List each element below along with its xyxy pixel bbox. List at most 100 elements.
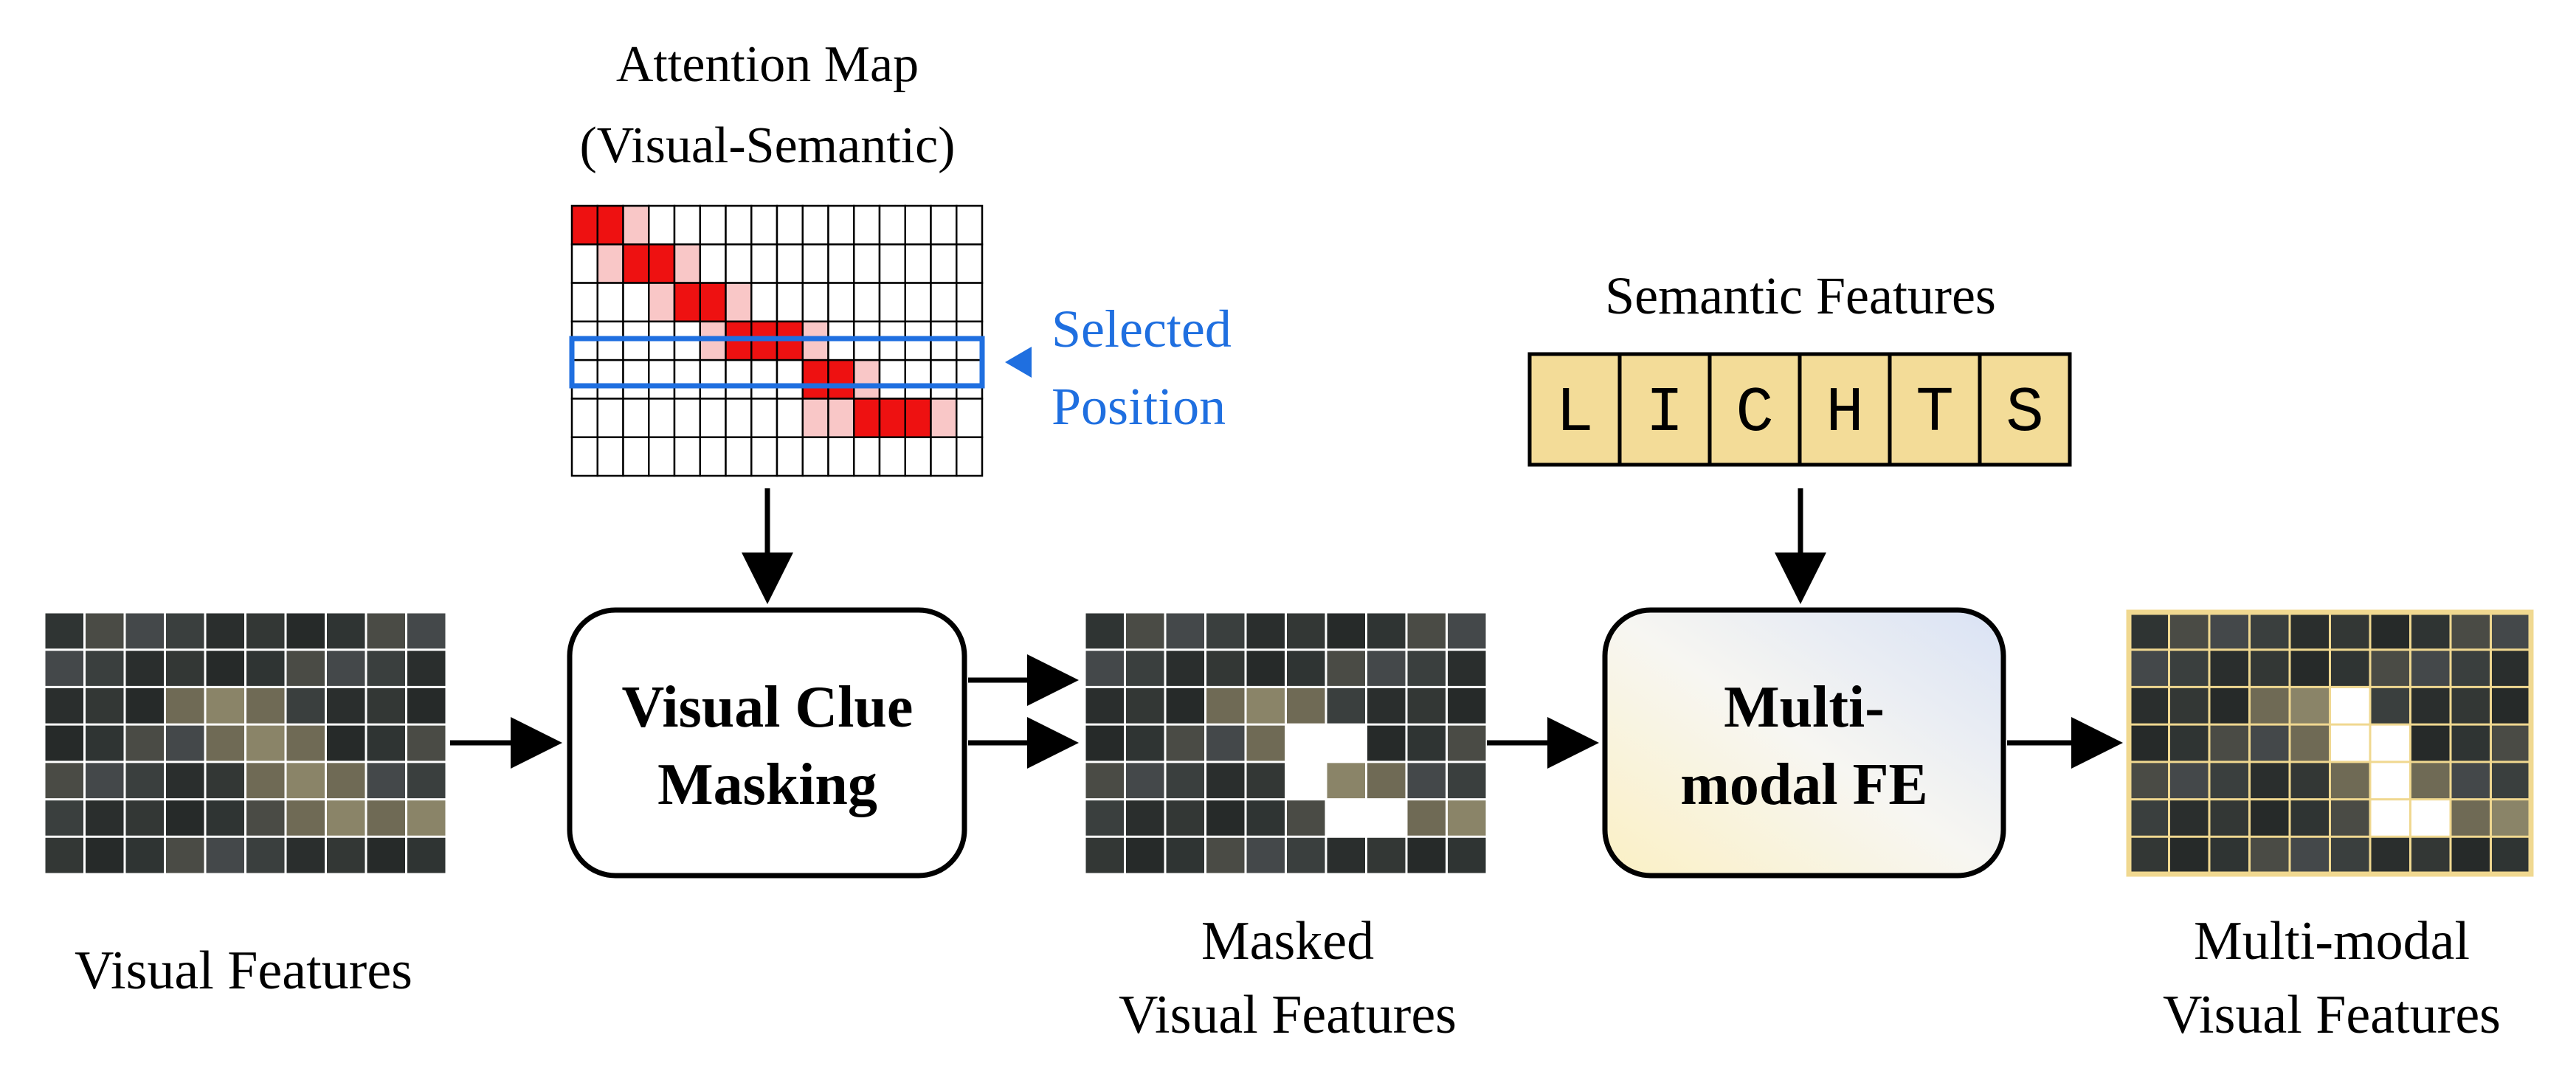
mm-features-label-2: Visual Features — [2163, 985, 2501, 1045]
attention-map-subtitle: (Visual-Semantic) — [580, 117, 956, 174]
feature-cell — [165, 649, 205, 687]
feature-cell — [2490, 687, 2531, 725]
attention-cell — [956, 282, 984, 323]
feature-cell — [366, 837, 407, 874]
feature-cell — [2290, 799, 2330, 837]
feature-cell — [205, 649, 246, 687]
masking-block-label-2: Masking — [657, 752, 877, 817]
feature-cell — [165, 799, 205, 837]
attention-cell — [699, 243, 727, 284]
feature-cell — [1446, 799, 1487, 837]
feature-cell — [1285, 687, 1326, 725]
feature-cell — [2330, 761, 2370, 800]
feature-cell — [245, 761, 286, 800]
feature-cell — [1406, 837, 1447, 874]
feature-cell — [366, 649, 407, 687]
feature-cell — [1085, 649, 1125, 687]
attention-cell — [648, 359, 676, 400]
feature-cell — [2169, 724, 2209, 762]
feature-cell — [1406, 687, 1447, 725]
attention-cell — [699, 398, 727, 438]
feature-cell — [2129, 799, 2169, 837]
attention-cell — [878, 204, 906, 246]
attention-cell — [570, 243, 598, 284]
feature-cell — [366, 761, 407, 800]
feature-cell — [366, 612, 407, 650]
attention-cell — [622, 398, 650, 438]
semantic-token-letter: H — [1826, 377, 1864, 449]
multimodal-fe-block — [1602, 607, 2006, 879]
attention-cell — [750, 398, 778, 438]
feature-cell — [125, 687, 165, 725]
feature-cell — [2129, 649, 2169, 687]
masked-cell — [1285, 724, 1326, 762]
feature-cell — [84, 687, 125, 725]
attention-cell — [853, 398, 881, 438]
attention-cell — [699, 204, 727, 246]
feature-cell — [406, 612, 446, 650]
attention-cell — [699, 359, 727, 400]
feature-cell — [1085, 837, 1125, 874]
attention-cell — [930, 398, 958, 438]
feature-cell — [2169, 612, 2209, 650]
feature-cell — [1366, 724, 1406, 762]
semantic-token-letter: I — [1646, 377, 1684, 449]
attention-cell — [853, 359, 881, 400]
feature-cell — [2129, 724, 2169, 762]
attention-cell — [776, 282, 804, 323]
attention-cell — [725, 359, 753, 400]
feature-cell — [2249, 687, 2290, 725]
feature-cell — [84, 761, 125, 800]
feature-cell — [406, 799, 446, 837]
feature-cell — [205, 799, 246, 837]
attention-cell — [596, 204, 624, 246]
feature-cell — [406, 724, 446, 762]
feature-cell — [1246, 687, 1286, 725]
feature-cell — [84, 799, 125, 837]
feature-cell — [1165, 799, 1206, 837]
feature-cell — [2290, 837, 2330, 874]
masked-cell — [1285, 761, 1326, 800]
attention-cell — [878, 282, 906, 323]
feature-cell — [2209, 799, 2250, 837]
feature-cell — [366, 687, 407, 725]
feature-cell — [205, 687, 246, 725]
feature-cell — [1165, 649, 1206, 687]
feature-cell — [1165, 612, 1206, 650]
attention-cell — [673, 243, 701, 284]
feature-cell — [406, 761, 446, 800]
feature-cell — [2129, 761, 2169, 800]
flow-arrows — [450, 488, 2123, 769]
attention-cell — [648, 398, 676, 438]
feature-cell — [165, 761, 205, 800]
attention-cell — [801, 243, 829, 284]
feature-cell — [1326, 612, 1367, 650]
feature-cell — [1165, 724, 1206, 762]
semantic-token-letter: L — [1555, 377, 1594, 449]
feature-cell — [245, 799, 286, 837]
attention-cell — [570, 282, 598, 323]
feature-cell — [2209, 761, 2250, 800]
attention-cell — [596, 398, 624, 438]
masked-cell — [1366, 799, 1406, 837]
feature-cell — [44, 724, 85, 762]
attention-cell — [930, 243, 958, 284]
semantic-token-box — [1978, 352, 2072, 467]
feature-cell — [44, 837, 85, 874]
attention-cell — [904, 282, 932, 323]
feature-cell — [125, 724, 165, 762]
feature-cell — [2209, 649, 2250, 687]
attention-cell — [801, 398, 829, 438]
attention-cell — [673, 436, 701, 477]
feature-cell — [205, 724, 246, 762]
feature-cell — [325, 837, 366, 874]
semantic-token-letter: T — [1916, 377, 1954, 449]
fe-block-label-2: modal FE — [1680, 752, 1928, 817]
attention-cell — [596, 436, 624, 477]
feature-cell — [1446, 687, 1487, 725]
attention-cell — [570, 398, 598, 438]
attention-cell — [853, 243, 881, 284]
feature-cell — [2249, 799, 2290, 837]
feature-cell — [2451, 761, 2491, 800]
selected-position-label: Selected — [1052, 299, 1232, 359]
